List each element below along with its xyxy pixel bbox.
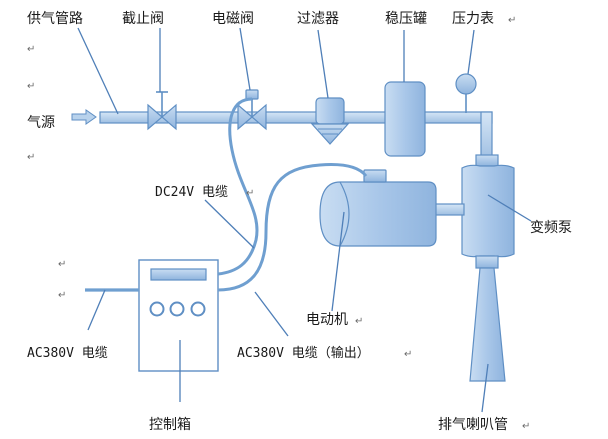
label-stop-valve: 截止阀 xyxy=(122,11,164,27)
label-air-source: 气源 xyxy=(27,115,55,131)
return-mark: ↵ xyxy=(27,152,35,163)
supply-pipe-riser xyxy=(480,111,493,161)
control-knob xyxy=(190,301,206,317)
return-mark: ↵ xyxy=(27,44,35,55)
label-filter: 过滤器 xyxy=(297,11,339,27)
vfd-pump xyxy=(461,154,515,269)
return-mark: ↵ xyxy=(58,290,66,301)
label-ac380v-input-cable: AC380V 电缆 xyxy=(27,345,108,361)
leader-lines xyxy=(77,27,532,413)
surge-tank xyxy=(384,81,426,157)
label-control-box: 控制箱 xyxy=(149,417,191,433)
return-mark: ↵ xyxy=(404,349,412,360)
ac380v-output-cable xyxy=(217,163,368,292)
label-ac380v-output-cable: AC380V 电缆（输出） xyxy=(237,345,370,361)
filter xyxy=(310,97,350,145)
return-mark: ↵ xyxy=(522,421,530,432)
return-mark: ↵ xyxy=(508,15,516,26)
return-mark: ↵ xyxy=(27,81,35,92)
return-mark: ↵ xyxy=(246,188,254,199)
pressure-gauge xyxy=(455,73,477,113)
electric-motor xyxy=(319,169,465,247)
label-dc24v-cable: DC24V 电缆 xyxy=(155,184,228,200)
label-surge-tank: 稳压罐 xyxy=(385,11,427,27)
label-pressure-gauge: 压力表 xyxy=(452,11,494,27)
label-exhaust-horn: 排气喇叭管 xyxy=(438,417,508,433)
control-knob xyxy=(169,301,185,317)
label-supply-pipe: 供气管路 xyxy=(27,11,83,27)
return-mark: ↵ xyxy=(355,316,363,327)
label-vfd-pump: 变频泵 xyxy=(530,220,572,236)
control-knob xyxy=(149,301,165,317)
label-motor: 电动机 xyxy=(306,312,348,328)
control-box xyxy=(138,259,219,372)
stop-valve xyxy=(147,91,177,131)
exhaust-horn xyxy=(469,267,506,382)
air-source-arrow xyxy=(71,109,97,125)
label-solenoid-valve: 电磁阀 xyxy=(212,11,254,27)
return-mark: ↵ xyxy=(58,259,66,270)
dc24v-cable xyxy=(217,97,259,276)
